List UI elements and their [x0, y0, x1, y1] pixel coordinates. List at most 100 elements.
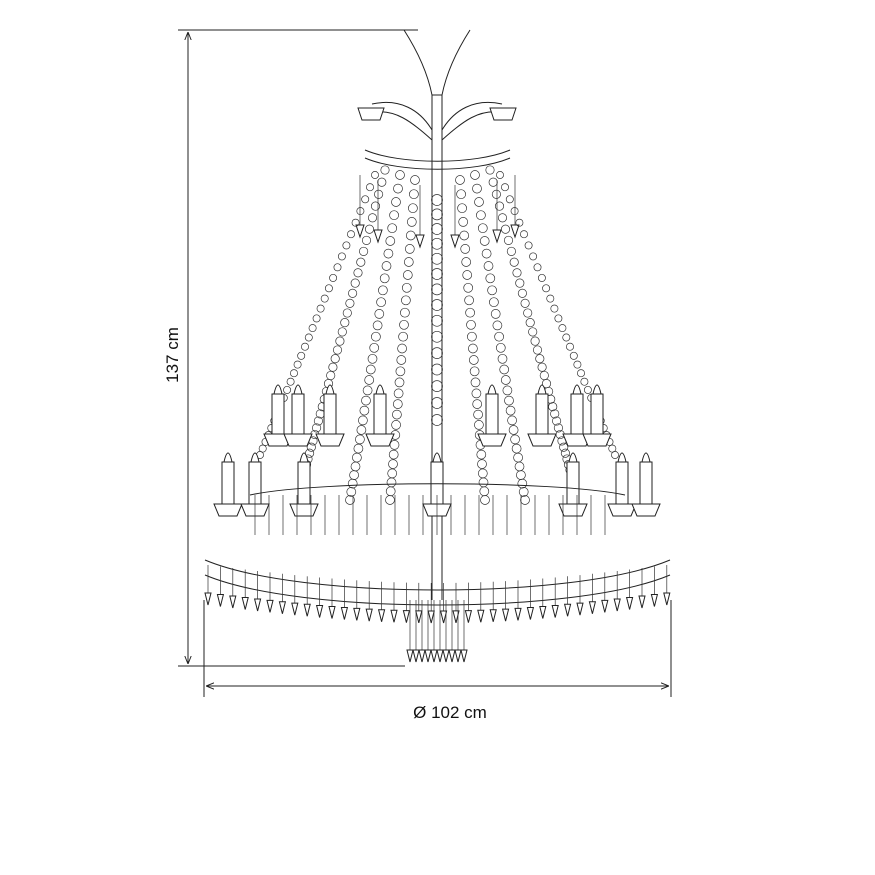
- bead: [469, 366, 480, 377]
- bead: [383, 248, 394, 259]
- bead: [304, 333, 313, 342]
- bead: [431, 363, 443, 376]
- pendant: [601, 599, 609, 613]
- lower-ring: [204, 559, 671, 591]
- bead: [507, 415, 517, 426]
- bead: [356, 425, 367, 435]
- bottom-pendant: [442, 649, 450, 663]
- bead: [510, 207, 519, 216]
- bead: [377, 177, 387, 187]
- bottom-pendant: [460, 649, 468, 663]
- bead: [569, 351, 578, 360]
- bead: [346, 487, 357, 497]
- bead: [508, 425, 519, 435]
- bead: [349, 470, 359, 480]
- bead: [320, 294, 329, 303]
- bead: [503, 235, 514, 245]
- bead: [333, 263, 342, 272]
- pendant: [588, 601, 597, 614]
- bead: [305, 448, 315, 458]
- middle-ring: [249, 483, 626, 496]
- flame: [293, 384, 303, 395]
- candle: [291, 393, 305, 435]
- bead: [312, 423, 322, 433]
- bead: [366, 183, 374, 192]
- bead: [342, 241, 351, 250]
- bead: [481, 248, 492, 259]
- bead: [353, 443, 364, 454]
- bead: [326, 370, 336, 381]
- bead: [524, 241, 533, 250]
- canopy: [403, 29, 471, 96]
- bead: [393, 183, 403, 194]
- bead: [509, 257, 519, 267]
- pendant: [291, 602, 299, 616]
- bead: [324, 284, 333, 293]
- pendant: [278, 601, 287, 614]
- bead: [488, 177, 498, 187]
- candle-cup: [365, 433, 395, 447]
- flame: [568, 452, 578, 463]
- bead: [559, 442, 569, 452]
- bead: [495, 342, 506, 353]
- bottom-pendant: [448, 649, 456, 663]
- bead: [340, 318, 350, 328]
- bottom-pendant: [418, 649, 426, 663]
- bead: [374, 309, 385, 319]
- bead: [406, 217, 417, 227]
- bead: [329, 273, 338, 282]
- candle-cup: [315, 433, 345, 447]
- pendant: [650, 594, 659, 607]
- bead: [499, 364, 510, 375]
- pendant: [638, 595, 646, 609]
- bead: [286, 377, 295, 386]
- candle: [590, 393, 604, 435]
- bead: [470, 170, 480, 180]
- bead: [396, 355, 407, 365]
- bead: [350, 461, 361, 472]
- bead: [573, 360, 582, 369]
- bead: [397, 343, 407, 354]
- bead: [431, 194, 443, 206]
- bead: [352, 452, 362, 463]
- bead: [583, 385, 592, 394]
- bead: [477, 223, 488, 234]
- flame: [273, 384, 283, 395]
- bead: [332, 345, 343, 355]
- flame: [432, 452, 442, 463]
- bead: [506, 246, 516, 256]
- flame: [487, 384, 497, 395]
- bead: [517, 478, 528, 489]
- bead: [525, 318, 535, 328]
- bead: [293, 360, 302, 369]
- flame: [572, 384, 582, 395]
- bead: [460, 244, 471, 254]
- pendant: [526, 606, 535, 620]
- pendant: [625, 597, 634, 610]
- bead: [490, 309, 501, 319]
- bead: [431, 380, 443, 392]
- bead: [388, 449, 399, 460]
- bead: [365, 364, 376, 375]
- bead: [497, 213, 508, 223]
- bead: [457, 203, 467, 214]
- bead: [562, 333, 571, 342]
- bead: [550, 409, 560, 419]
- candles: [213, 384, 661, 517]
- flame: [375, 384, 385, 395]
- bead: [394, 377, 405, 388]
- bead: [316, 304, 325, 313]
- height-dimension: 137 cm: [163, 29, 418, 667]
- bead: [500, 224, 511, 234]
- bead: [523, 308, 533, 318]
- bead: [388, 459, 398, 469]
- bead: [398, 331, 408, 342]
- bead: [464, 295, 474, 306]
- bottom-pendant: [436, 649, 444, 663]
- bead: [335, 336, 345, 346]
- top-arm-left: [371, 102, 433, 131]
- pendant: [452, 610, 460, 623]
- bead: [476, 449, 487, 460]
- pendant: [328, 606, 336, 619]
- bead: [391, 197, 401, 207]
